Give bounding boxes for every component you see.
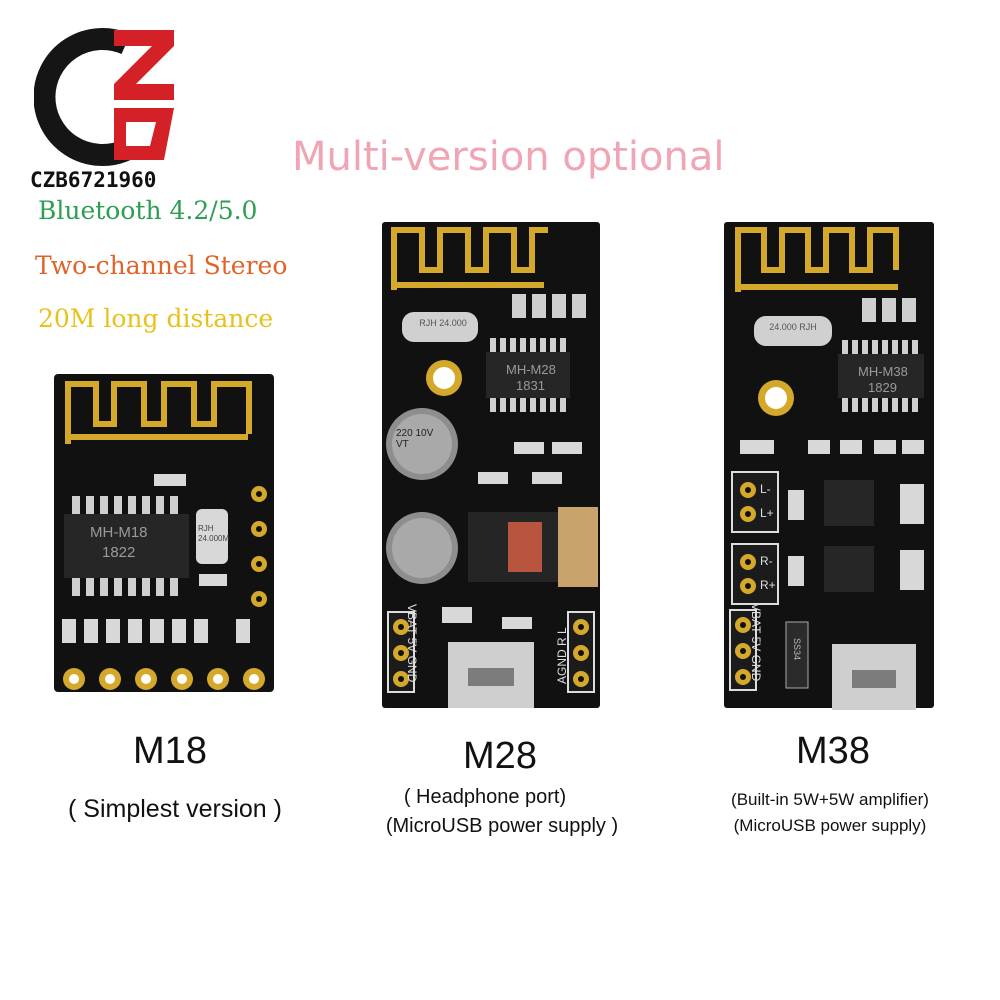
- model-m18: M18: [133, 730, 207, 772]
- note-m38-microusb: (MicroUSB power supply): [733, 816, 927, 835]
- board-m18-photo: MH-M18 1822 RJH 24.000M: [54, 374, 274, 694]
- board-m28-capacitor-label: 220 10V VT: [396, 428, 434, 450]
- logo-mark-icon: [33, 28, 174, 166]
- board-m38-chip-code: 1829: [868, 380, 897, 395]
- board-m38-crystal-label: 24.000 RJH: [769, 322, 817, 332]
- board-m28-left-pin-labels: VBAT 5V GND: [405, 604, 419, 683]
- board-m38-left-pin-labels: VBAT 5V GND: [749, 603, 763, 682]
- model-m28: M28: [463, 735, 537, 777]
- feature-stereo: Two-channel Stereo: [35, 251, 288, 280]
- board-m38-pin-r-minus: R-: [760, 554, 773, 568]
- board-m28-chip-code: 1831: [516, 378, 545, 393]
- note-m38-amplifier: (Built-in 5W+5W amplifier): [731, 790, 929, 809]
- board-m38-photo: 24.000 RJH MH-M38 1829 L- L+ R- R+ VBAT …: [724, 222, 936, 710]
- brand-logo-text: CZB6721960: [30, 168, 157, 192]
- board-m28-chip-label: MH-M28: [506, 362, 556, 377]
- board-m18-chip-code: 1822: [102, 544, 136, 561]
- board-m28-crystal-label: RJH 24.000: [419, 318, 467, 328]
- brand-logo: [33, 22, 194, 172]
- feature-bluetooth: Bluetooth 4.2/5.0: [38, 196, 258, 225]
- board-m38-chip-label: MH-M38: [858, 364, 908, 379]
- board-m38-diode-label: SS34: [792, 638, 802, 661]
- note-m18-simplest: ( Simplest version ): [68, 795, 282, 823]
- board-m28-photo: RJH 24.000 MH-M28 1831 220 10V VT VBAT 5…: [382, 222, 602, 710]
- feature-distance: 20M long distance: [38, 304, 274, 333]
- board-m38-pin-r-plus: R+: [760, 578, 776, 592]
- board-m38-pin-l-plus: L+: [760, 506, 774, 520]
- board-m18-chip-label: MH-M18: [90, 524, 148, 541]
- board-m18-crystal-label: RJH 24.000M: [198, 524, 230, 543]
- model-m38: M38: [796, 730, 870, 772]
- board-m28-right-pin-labels: AGND R L: [555, 627, 569, 684]
- note-m28-headphone: ( Headphone port): [403, 786, 567, 808]
- headline: Multi-version optional: [292, 134, 725, 180]
- board-m38-pin-l-minus: L-: [760, 482, 771, 496]
- note-m28-microusb: (MicroUSB power supply ): [385, 815, 619, 837]
